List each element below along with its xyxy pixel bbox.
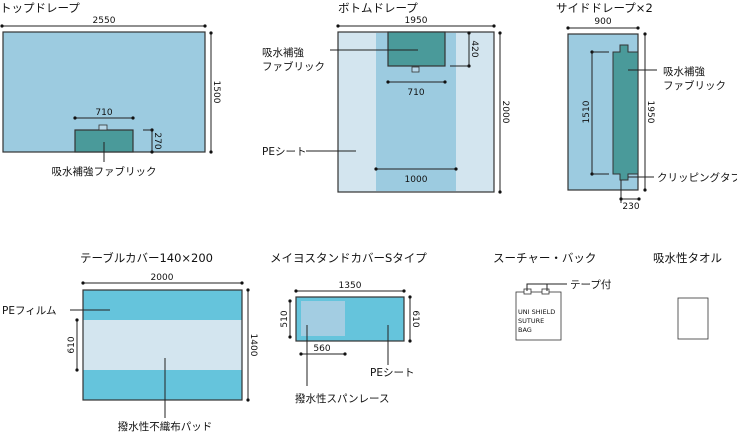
side-drape-width: 900	[594, 17, 611, 27]
top-patch-height: 270	[152, 132, 162, 149]
bottom-drape: ボトムドレープ 1950 2000 420 710 1000 吸水補強 ファブリ…	[262, 1, 510, 194]
towel-shape	[677, 297, 709, 340]
leader-line	[526, 283, 567, 291]
mayo-inner-width: 560	[313, 344, 330, 354]
tape-icon	[541, 288, 550, 295]
bottom-patch-label-2: ファブリック	[262, 60, 325, 73]
suture-bag-title: スーチャー・バック	[493, 251, 596, 265]
side-patch-label-2: ファブリック	[663, 79, 726, 92]
pe-film-label: PEフィルム	[2, 305, 57, 317]
side-drape-title: サイドドレープ×2	[556, 1, 653, 15]
side-drape-strip	[612, 44, 639, 181]
clipping-tab-label: クリッピングタブ	[657, 171, 737, 184]
bag-text-line: UNI SHIELD	[518, 308, 555, 316]
side-drape: サイドドレープ×2 900 1950 1510 230 吸水補強 ファブリック …	[556, 1, 737, 212]
top-drape-height: 1500	[211, 81, 221, 104]
top-drape-title: トップドレープ	[0, 1, 80, 15]
mayo-height: 610	[410, 310, 420, 327]
side-strip-length: 1510	[582, 100, 592, 123]
top-drape: トップドレープ 2550 1500 710 270 吸水補強ファブリック	[0, 1, 221, 178]
table-cover-title: テーブルカバー140×200	[80, 251, 213, 265]
side-drape-height: 1950	[645, 101, 655, 124]
top-drape-width: 2550	[93, 16, 116, 26]
tape-label: テープ付	[570, 278, 611, 291]
tab-icon	[411, 66, 420, 73]
table-cover-height: 1400	[248, 334, 258, 357]
mayo-cover: メイヨスタンドカバーSタイプ 1350 610 510 560 PEシート 撥水…	[270, 251, 427, 405]
mayo-spunlace-label: 撥水性スパンレース	[295, 392, 390, 405]
pad-width: 610	[67, 336, 77, 353]
mayo-inner-height: 510	[280, 310, 290, 327]
bag-text-line: SUTURE	[518, 317, 544, 325]
towel-title: 吸水性タオル	[653, 251, 722, 265]
towel: 吸水性タオル	[653, 251, 722, 340]
side-patch-label-1: 吸水補強	[663, 65, 705, 78]
mayo-width: 1350	[339, 281, 362, 291]
mayo-spunlace	[301, 301, 345, 336]
bottom-patch-label-1: 吸水補強	[262, 46, 304, 59]
table-cover: テーブルカバー140×200 2000 1400 610 PEフィルム 撥水性不…	[2, 251, 258, 432]
bag-outline	[515, 291, 562, 341]
bottom-patch-width: 710	[407, 88, 424, 98]
mayo-cover-title: メイヨスタンドカバーSタイプ	[270, 251, 427, 265]
mayo-sheet-label: PEシート	[370, 367, 414, 379]
bottom-drape-patch	[387, 31, 446, 67]
suture-bag: スーチャー・バック テープ付 UNI SHIELD SUTURE BAG	[493, 251, 611, 341]
bag-text-line: BAG	[518, 326, 532, 334]
bottom-drape-height: 2000	[500, 101, 510, 124]
pe-film-top	[83, 290, 242, 320]
bottom-drape-title: ボトムドレープ	[338, 1, 418, 15]
table-cover-width: 2000	[151, 273, 174, 283]
bottom-sheet-label: PEシート	[262, 146, 306, 158]
tab-icon	[98, 124, 108, 131]
side-strip-width: 230	[622, 202, 639, 212]
bottom-drape-width: 1950	[405, 16, 428, 26]
top-patch-width: 710	[95, 108, 112, 118]
bottom-band-width: 1000	[405, 175, 428, 185]
pe-film-bottom	[83, 370, 242, 400]
bottom-patch-height: 420	[469, 40, 479, 57]
pad-label: 撥水性不織布パッド	[118, 420, 213, 432]
table-cover-outline	[82, 289, 243, 401]
absorbent-pad	[83, 320, 242, 370]
top-patch-label: 吸水補強ファブリック	[52, 165, 157, 178]
